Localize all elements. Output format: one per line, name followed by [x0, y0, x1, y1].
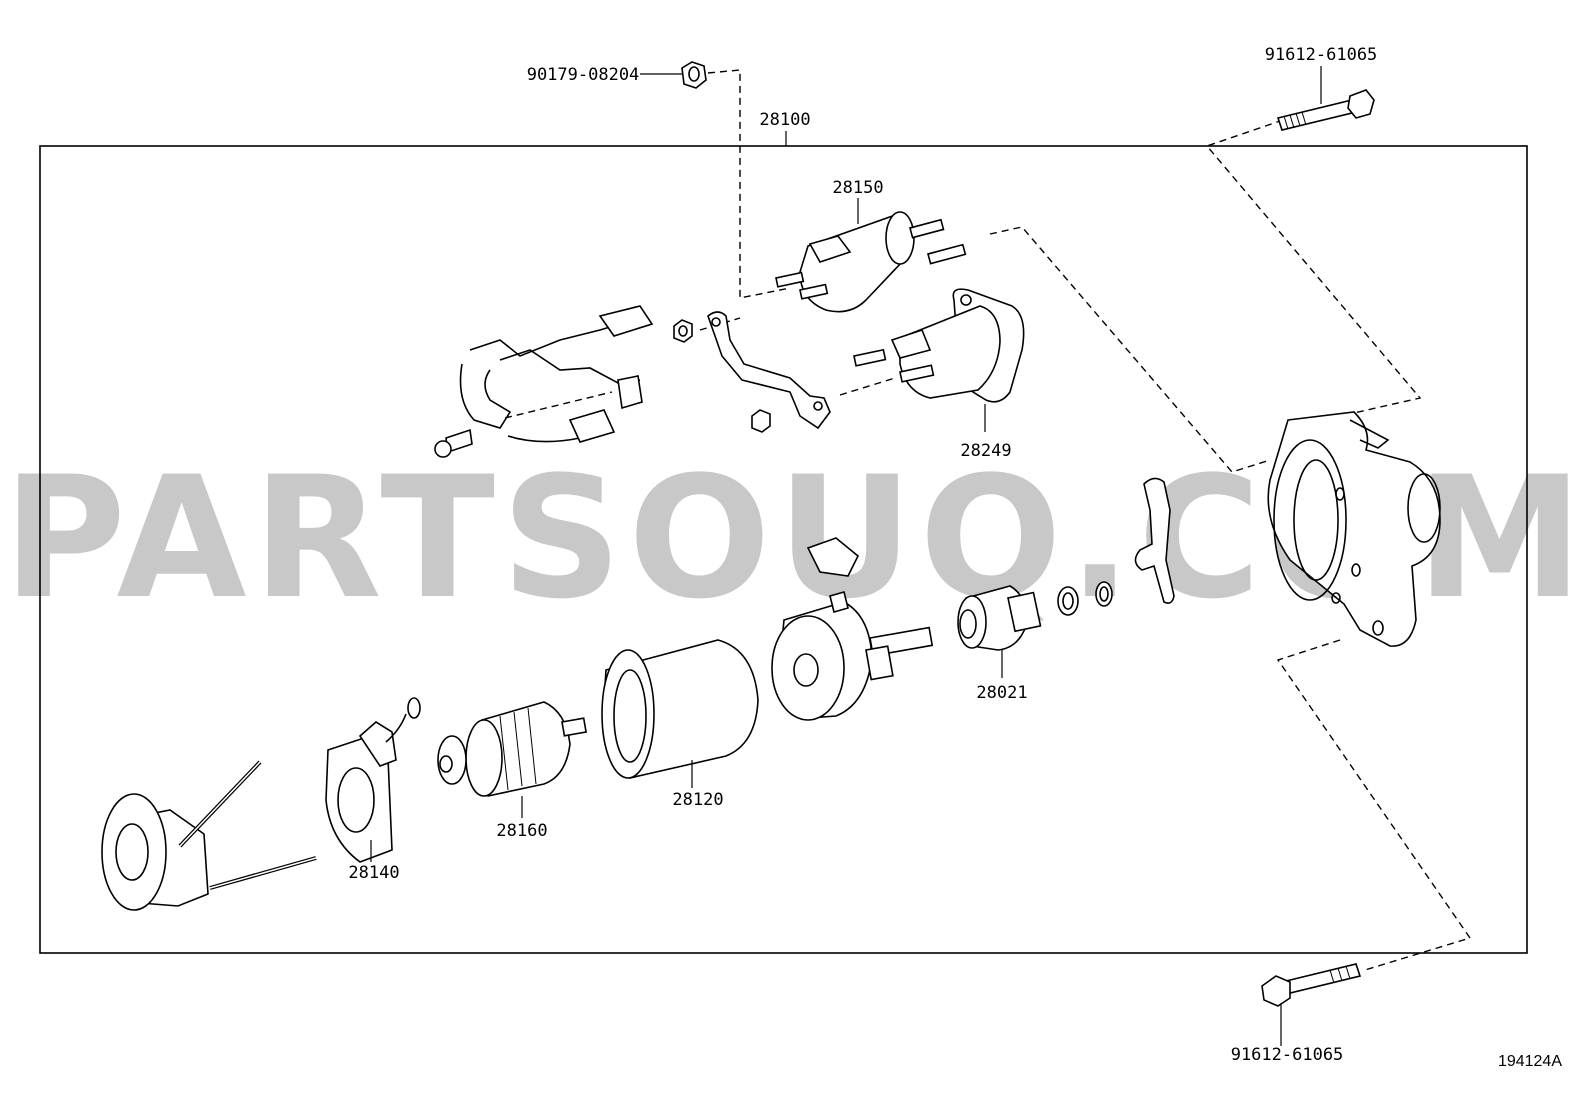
harness-guide-line: [504, 391, 613, 419]
top-bolt-guide-line: [1205, 119, 1422, 416]
figure-code: 194124A: [1498, 1053, 1562, 1070]
drive-lever-icon[interactable]: [1134, 477, 1175, 604]
cap-icon[interactable]: [806, 537, 860, 577]
starter-clutch-icon[interactable]: [957, 585, 1042, 678]
terminal-guide-line: [699, 317, 741, 331]
wire-harness-icon[interactable]: [434, 305, 654, 458]
through-bolt-icon[interactable]: [178, 760, 262, 848]
armature-part-number-label: 28160: [496, 821, 547, 841]
brush-holder-part-number-label: 28140: [348, 863, 399, 883]
brush-holder-icon[interactable]: [325, 697, 421, 863]
bolt-bottom-part-number-label: 91612-61065: [1231, 1045, 1344, 1065]
nut-part-number-label: 90179-08204: [527, 65, 640, 85]
solenoid-guide-line: [989, 226, 1271, 473]
through-bolt-icon[interactable]: [209, 856, 317, 890]
drive-housing-icon[interactable]: [1267, 411, 1441, 647]
solenoid-part-number-label: 28150: [832, 178, 883, 198]
bolt-top-part-number-label: 91612-61065: [1265, 45, 1378, 65]
yoke-icon[interactable]: [601, 639, 759, 788]
bottom-bolt-guide-line: [1276, 639, 1472, 971]
clutch-part-number-label: 28021: [976, 683, 1027, 703]
nut-guide-line: [707, 69, 791, 299]
assembly-number-label: 28100: [759, 110, 810, 130]
snap-ring-icon[interactable]: [1095, 581, 1113, 607]
solenoid-cover-part-number-label: 28249: [960, 441, 1011, 461]
bolt-top-icon[interactable]: [1276, 66, 1375, 131]
solenoid-cover-icon[interactable]: [853, 288, 1025, 432]
lead-strap-icon[interactable]: [707, 311, 831, 433]
small-nut-icon[interactable]: [673, 319, 693, 343]
solenoid-switch-icon[interactable]: [775, 198, 967, 313]
nut-icon[interactable]: [640, 61, 707, 89]
armature-icon[interactable]: [437, 701, 588, 818]
end-frame-icon[interactable]: [101, 793, 209, 911]
cover-guide-line: [839, 377, 896, 396]
assembly-frame: [39, 145, 1528, 954]
yoke-part-number-label: 28120: [672, 790, 723, 810]
bolt-bottom-icon[interactable]: [1261, 963, 1362, 1046]
planetary-gear-icon[interactable]: [771, 591, 934, 721]
washer-icon[interactable]: [1057, 586, 1079, 616]
